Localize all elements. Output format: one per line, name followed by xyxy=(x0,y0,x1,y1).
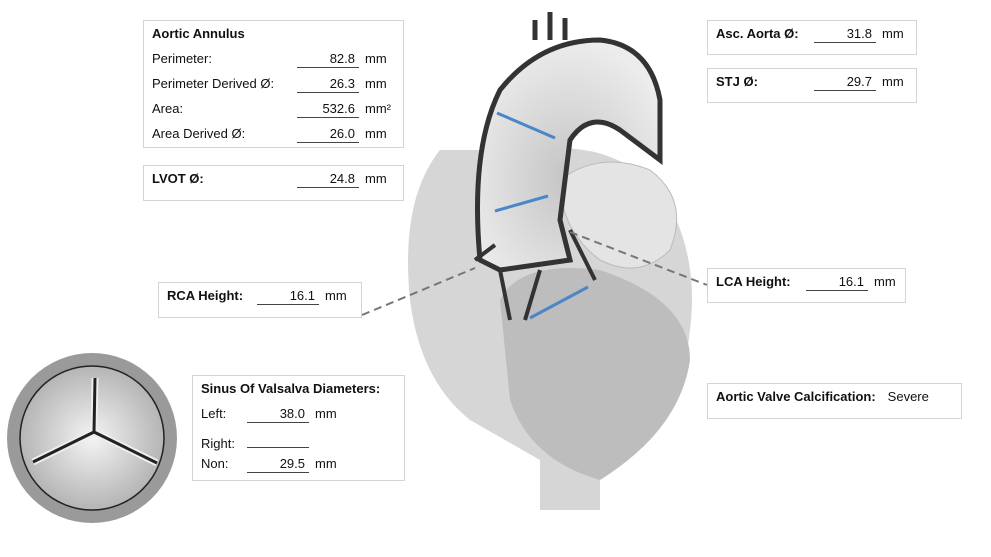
sinus-panel: Sinus Of Valsalva Diameters: Left: 38.0 mm… xyxy=(192,375,405,481)
area-field[interactable]: 532.6 xyxy=(297,101,359,118)
perimeter-label: Perimeter: xyxy=(152,51,212,66)
area-derived-field[interactable]: 26.0 xyxy=(297,126,359,143)
calcification-label: Aortic Valve Calcification: xyxy=(716,389,876,404)
lca-height-panel: LCA Height: 16.1 mm xyxy=(707,268,906,303)
rca-height-panel: RCA Height: 16.1 mm xyxy=(158,282,362,318)
sinus-non-field[interactable]: 29.5 xyxy=(247,456,309,473)
perimeter-field[interactable]: 82.8 xyxy=(297,51,359,68)
lvot-field[interactable]: 24.8 xyxy=(297,171,359,188)
asc-aorta-label: Asc. Aorta Ø: xyxy=(716,26,799,41)
sinus-non-label: Non: xyxy=(201,456,229,471)
calcification-value[interactable]: Severe xyxy=(887,389,929,404)
measurement-arrows xyxy=(494,111,589,320)
ventricle xyxy=(500,268,690,480)
lca-height-field[interactable]: 16.1 xyxy=(806,274,868,291)
unit: mm xyxy=(882,74,904,89)
rca-height-label: RCA Height: xyxy=(167,288,244,303)
unit: mm xyxy=(365,76,387,91)
lvot-label: LVOT Ø: xyxy=(152,171,204,186)
unit: mm xyxy=(874,274,896,289)
unit: mm xyxy=(365,126,387,141)
stj-panel: STJ Ø: 29.7 mm xyxy=(707,68,917,103)
unit: mm xyxy=(882,26,904,41)
sinus-left-field[interactable]: 38.0 xyxy=(247,406,309,423)
unit: mm xyxy=(315,406,337,421)
area-label: Area: xyxy=(152,101,184,116)
sinus-right-label: Right: xyxy=(201,436,235,451)
sinus-right-field[interactable] xyxy=(247,431,309,448)
stj-label: STJ Ø: xyxy=(716,74,758,89)
asc-aorta-panel: Asc. Aorta Ø: 31.8 mm xyxy=(707,20,917,55)
perimeter-derived-label: Perimeter Derived Ø: xyxy=(152,76,275,91)
aortic-valve-image xyxy=(7,353,177,523)
stj-field[interactable]: 29.7 xyxy=(814,74,876,91)
sinus-title: Sinus Of Valsalva Diameters: xyxy=(201,381,381,396)
aortic-annulus-panel: Aortic Annulus Perimeter: 82.8 mm Perimete… xyxy=(143,20,404,148)
perimeter-derived-field[interactable]: 26.3 xyxy=(297,76,359,93)
pulmonary-trunk xyxy=(559,161,678,269)
area-derived-label: Area Derived Ø: xyxy=(152,126,246,141)
rca-height-field[interactable]: 16.1 xyxy=(257,288,319,305)
lca-height-label: LCA Height: xyxy=(716,274,791,289)
asc-aorta-field[interactable]: 31.8 xyxy=(814,26,876,43)
calcification-panel: Aortic Valve Calcification: Severe xyxy=(707,383,962,419)
sinus-left-label: Left: xyxy=(201,406,227,421)
aorta xyxy=(475,37,663,273)
leader-lines xyxy=(361,231,708,316)
unit: mm xyxy=(365,171,387,186)
unit: mm xyxy=(315,456,337,471)
lvot-panel: LVOT Ø: 24.8 mm xyxy=(143,165,404,201)
unit: mm² xyxy=(365,101,391,116)
unit: mm xyxy=(325,288,347,303)
aortic-annulus-title: Aortic Annulus xyxy=(152,26,245,41)
unit: mm xyxy=(365,51,387,66)
